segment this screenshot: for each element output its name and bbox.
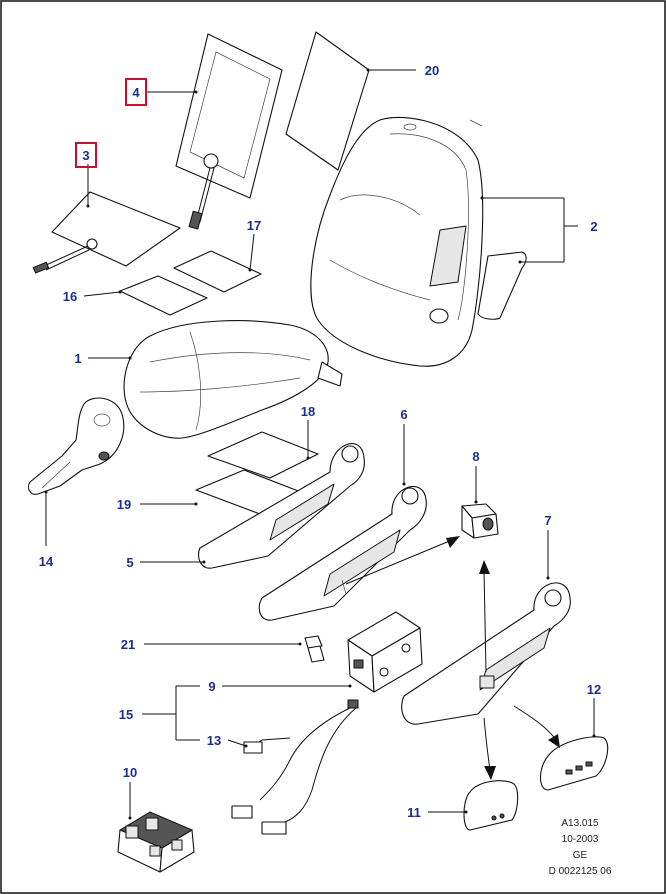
part-17-pad: [173, 250, 262, 293]
callout-19: 19: [117, 497, 131, 512]
callout-10: 10: [123, 765, 137, 780]
callout-13: 13: [207, 733, 221, 748]
part-20-pad: [285, 31, 370, 171]
part-11-control: [463, 780, 519, 831]
reference-block: A13.015 10-2003 GE D 0022125 06: [549, 818, 612, 877]
callout-20: 20: [425, 63, 439, 78]
part-21-screw: [304, 635, 325, 663]
callout-7: 7: [544, 513, 551, 528]
part-13-harness: [231, 699, 359, 835]
part-14-handle: [27, 397, 125, 495]
part-1-cushion: [123, 320, 343, 439]
callout-3: 3: [82, 148, 89, 163]
callout-21: 21: [121, 637, 135, 652]
callout-18: 18: [301, 404, 315, 419]
reference-date: 10-2003: [562, 834, 599, 845]
callout-1: 1: [74, 351, 81, 366]
callout-9: 9: [208, 679, 215, 694]
highlight-box-3: [75, 142, 97, 168]
callout-2: 2: [590, 219, 597, 234]
part-10-connector: [117, 811, 195, 873]
callout-14: 14: [39, 554, 54, 569]
callout-17: 17: [247, 218, 261, 233]
reference-code: A13.015: [561, 818, 599, 829]
callout-16: 16: [63, 289, 77, 304]
callout-6: 6: [400, 407, 407, 422]
part-8-switch: [461, 503, 499, 539]
part-18-pad: [207, 431, 319, 479]
leader-lines: [44, 68, 596, 820]
part-4-heater-mat: [175, 33, 283, 230]
part-5-side-trim: [197, 443, 365, 569]
callout-11: 11: [407, 805, 421, 820]
callout-15: 15: [119, 707, 133, 722]
part-6-side-trim: [258, 485, 427, 621]
reference-region: GE: [573, 850, 588, 861]
callout-5: 5: [126, 555, 133, 570]
part-16-pad: [119, 275, 208, 316]
assembly-arrows: [345, 536, 560, 780]
callout-12: 12: [587, 682, 601, 697]
highlight-box-4: [125, 78, 147, 106]
callout-8: 8: [472, 449, 479, 464]
reference-drawing-number: D 0022125 06: [549, 866, 612, 877]
part-12-control: [539, 736, 609, 791]
part-2-backrest: [310, 116, 527, 367]
callout-4: 4: [132, 85, 140, 100]
part-3-heater-mat: [32, 191, 181, 274]
part-9-module: [347, 611, 423, 693]
